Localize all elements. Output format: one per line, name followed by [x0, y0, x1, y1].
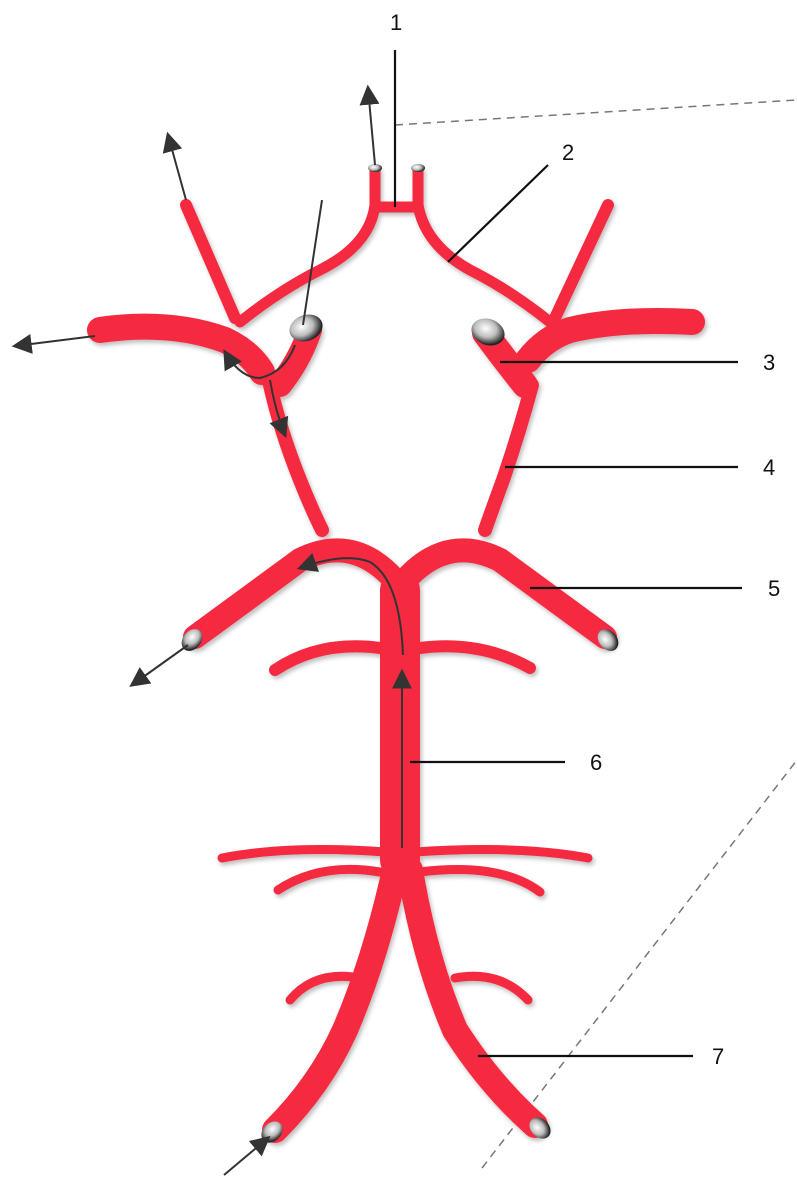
label-7: 7 — [712, 1044, 724, 1069]
branch-left-2 — [278, 869, 380, 890]
cut-end-right-aca — [411, 164, 425, 172]
flow-arrow-upper-left-branch — [168, 135, 186, 200]
flow-arrow-into-vertebral — [224, 1138, 268, 1175]
middle-cerebral-artery-right — [528, 321, 692, 360]
posterior-communicating-artery-right — [485, 385, 532, 530]
cut-end-left-ica — [286, 310, 327, 346]
anterior-cerebral-artery-right — [418, 170, 550, 322]
cut-end-left-aca — [368, 164, 382, 172]
branch-right-1 — [415, 850, 588, 858]
label-2: 2 — [562, 140, 574, 165]
pica-right — [455, 976, 528, 1000]
flow-arrow-pca-left — [132, 645, 188, 685]
left-upper-branch — [186, 205, 235, 318]
flow-arrow-into-ica — [303, 200, 322, 325]
vertebral-artery-right — [410, 870, 535, 1125]
branch-right-2 — [420, 870, 540, 893]
flow-arrow-mca-left — [15, 336, 95, 346]
dashed-guide-top — [395, 100, 797, 125]
label-5: 5 — [768, 576, 780, 601]
right-upper-branch — [555, 205, 608, 318]
label-4: 4 — [763, 455, 775, 480]
label-3: 3 — [763, 350, 775, 375]
posterior-cerebral-artery-left — [195, 550, 390, 637]
flow-arrow-aca — [368, 88, 375, 165]
superior-cerebellar-artery-left — [275, 646, 380, 670]
posterior-cerebral-artery-right — [410, 550, 605, 637]
superior-cerebellar-artery-right — [420, 646, 530, 668]
label-6: 6 — [590, 750, 602, 775]
posterior-communicating-artery-left — [270, 385, 322, 530]
branch-left-1 — [222, 850, 385, 858]
label-1: 1 — [390, 10, 402, 35]
middle-cerebral-artery-left — [100, 327, 262, 372]
leader-line-2 — [448, 165, 548, 262]
